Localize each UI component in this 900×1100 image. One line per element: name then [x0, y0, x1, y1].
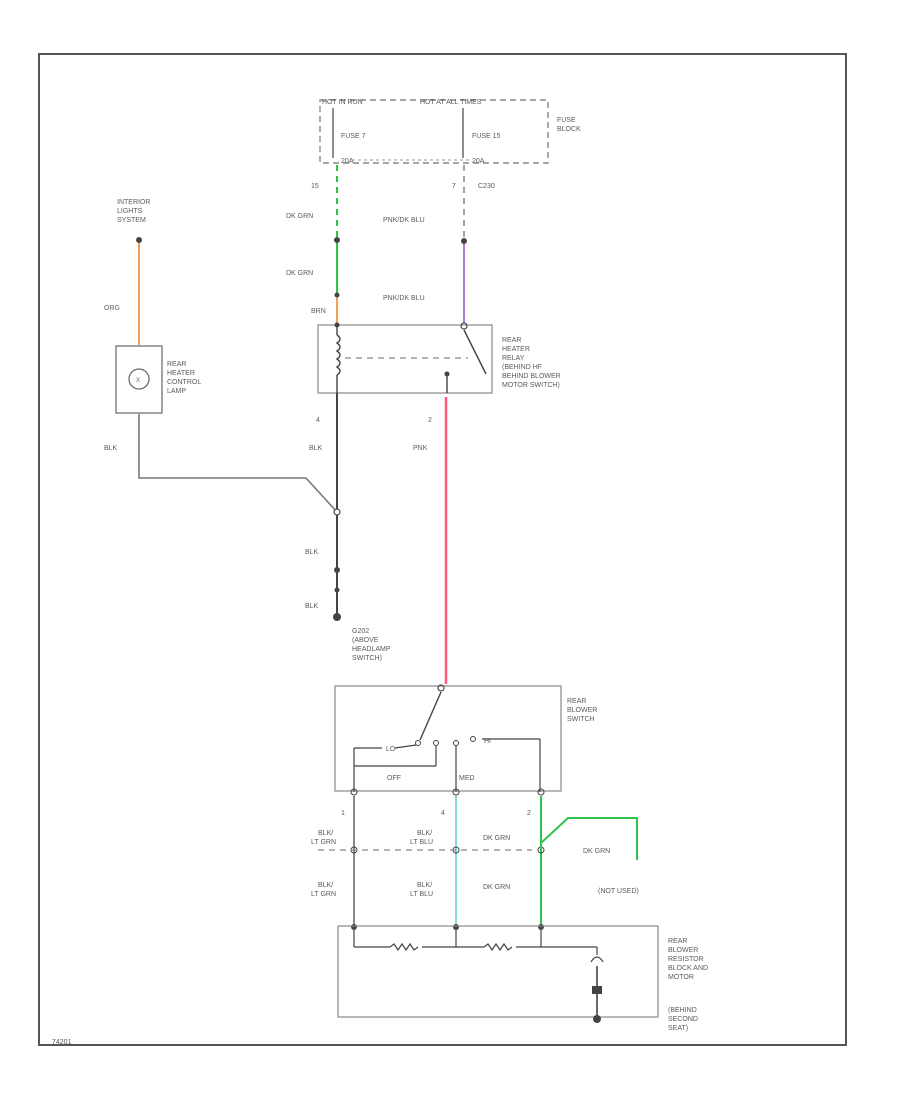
fuse-block-label-line1: FUSE [557, 117, 576, 124]
wire-label-org: ORG [104, 305, 120, 312]
motor-label-line7: SECOND [668, 1016, 698, 1023]
wire-label-pnk: PNK [413, 445, 428, 452]
switch-pos-off: OFF [387, 775, 401, 782]
switch-pos-med: MED [459, 775, 475, 782]
fuse-right-amp: 20A [472, 158, 485, 165]
wire-label-blk-lt-grn-1a: BLK/ [318, 830, 333, 837]
switch-pin-4: 4 [441, 810, 445, 817]
motor-label-line6: (BEHIND [668, 1007, 697, 1014]
wire-label-dk-grn-lower-2: DK GRN [483, 884, 510, 891]
wire-label-blk-lamp: BLK [104, 445, 118, 452]
switch-pin-2: 2 [527, 810, 531, 817]
wire-label-blk-lt-grn-1b: LT GRN [311, 839, 336, 846]
wire-left-circuit-number: 15 [311, 183, 319, 190]
svg-text:X: X [136, 378, 140, 384]
wire-label-blk-lt-grn-2b: LT GRN [311, 891, 336, 898]
motor-label-line2: BLOWER [668, 947, 698, 954]
switch-label-line1: REAR [567, 698, 586, 705]
wire-label-pnk-blu-1: PNK/DK BLU [383, 217, 425, 224]
switch-pos-lo: LO [386, 746, 396, 753]
interior-lights-line3: SYSTEM [117, 217, 146, 224]
wire-label-blk-lt-blu-2b: LT BLU [410, 891, 433, 898]
switch-label-line2: BLOWER [567, 707, 597, 714]
wire-label-blk-lt-blu-1a: BLK/ [417, 830, 432, 837]
interior-lights-line1: INTERIOR [117, 199, 150, 206]
lamp-label-line1: REAR [167, 361, 186, 368]
fuse-block-header-left: HOT IN RUN [322, 99, 363, 106]
wire-label-dk-grn-2: DK GRN [286, 270, 313, 277]
ground-label-line1: G202 [352, 628, 369, 635]
ground-label-line2: (ABOVE [352, 637, 379, 644]
wire-label-blk-relay: BLK [309, 445, 323, 452]
pnk-wire: 2 PNK [413, 397, 448, 684]
right-feed-wire: 7 C230 PNK/DK BLU PNK/DK BLU [383, 165, 495, 323]
interior-lights-system: INTERIOR LIGHTS SYSTEM ORG [104, 199, 150, 345]
wire-right-circuit-number: 7 [452, 183, 456, 190]
wire-label-blk-lt-grn-2a: BLK/ [318, 882, 333, 889]
interior-lights-line2: LIGHTS [117, 208, 143, 215]
wire-label-pnk-blu-2: PNK/DK BLU [383, 295, 425, 302]
fuse-block-label-line2: BLOCK [557, 126, 581, 133]
relay-label-line2: HEATER [502, 346, 530, 353]
fuse-left-label: FUSE 7 [341, 133, 366, 140]
rear-heater-control-lamp: X REAR HEATER CONTROL LAMP [115, 345, 201, 414]
ground-g202: G202 (ABOVE HEADLAMP SWITCH) [352, 628, 391, 662]
wire-label-blk-2: BLK [305, 603, 319, 610]
relay-label-line4: (BEHIND HF [502, 364, 542, 371]
lower-wires: 1 4 2 BLK/ LT GRN BLK/ LT BLU DK GRN BLK… [311, 788, 639, 930]
motor-label-line3: RESISTOR [668, 956, 704, 963]
motor-label-line4: BLOCK AND [668, 965, 708, 972]
rear-blower-resistor-motor: REAR BLOWER RESISTOR BLOCK AND MOTOR (BE… [337, 925, 708, 1032]
footer-code: 74201 [52, 1039, 72, 1046]
lamp-label-line4: LAMP [167, 388, 186, 395]
wire-pin-2: 2 [428, 417, 432, 424]
wire-pin-4: 4 [316, 417, 320, 424]
rear-blower-switch: LO HI OFF MED REAR BLOWER SWITCH [334, 684, 597, 792]
wire-label-blk-1: BLK [305, 549, 319, 556]
relay-ground-wire: 4 BLK BLK BLK [305, 393, 341, 621]
not-used-label: (NOT USED) [598, 888, 639, 895]
motor-label-line8: SEAT) [668, 1025, 688, 1032]
ground-label-line3: HEADLAMP [352, 646, 391, 653]
wire-label-dk-grn-lower-3: DK GRN [583, 848, 610, 855]
relay-label-line6: MOTOR SWITCH) [502, 382, 560, 389]
lamp-label-line3: CONTROL [167, 379, 201, 386]
lamp-ground-wire: BLK [104, 414, 338, 513]
switch-label-line3: SWITCH [567, 716, 595, 723]
relay-label-line3: RELAY [502, 355, 525, 362]
relay-label-line5: BEHIND BLOWER [502, 373, 561, 380]
fuse-left-amp: 20A [341, 158, 354, 165]
switch-pin-1: 1 [341, 810, 345, 817]
motor-label-line5: MOTOR [668, 974, 694, 981]
fuse-right-label: FUSE 15 [472, 133, 501, 140]
diagram-frame [38, 53, 847, 1046]
motor-label-line1: REAR [668, 938, 687, 945]
fuse-block-header-right: HOT AT ALL TIMES [420, 99, 482, 106]
lamp-label-line2: HEATER [167, 370, 195, 377]
wire-label-dk-grn-lower-1: DK GRN [483, 835, 510, 842]
rear-heater-relay: REAR HEATER RELAY (BEHIND HF BEHIND BLOW… [317, 322, 561, 394]
wire-label-blk-lt-blu-1b: LT BLU [410, 839, 433, 846]
wire-label-blk-lt-blu-2a: BLK/ [417, 882, 432, 889]
wire-label-dk-grn-1: DK GRN [286, 213, 313, 220]
left-feed-wire: 15 DK GRN DK GRN BRN [286, 165, 340, 325]
switch-pos-hi: HI [484, 738, 491, 745]
relay-label-line1: REAR [502, 337, 521, 344]
wire-label-brn: BRN [311, 308, 326, 315]
fuse-block: HOT IN RUN HOT AT ALL TIMES FUSE BLOCK F… [319, 99, 581, 165]
ground-label-line4: SWITCH) [352, 655, 382, 662]
wire-right-connector: C230 [478, 183, 495, 190]
